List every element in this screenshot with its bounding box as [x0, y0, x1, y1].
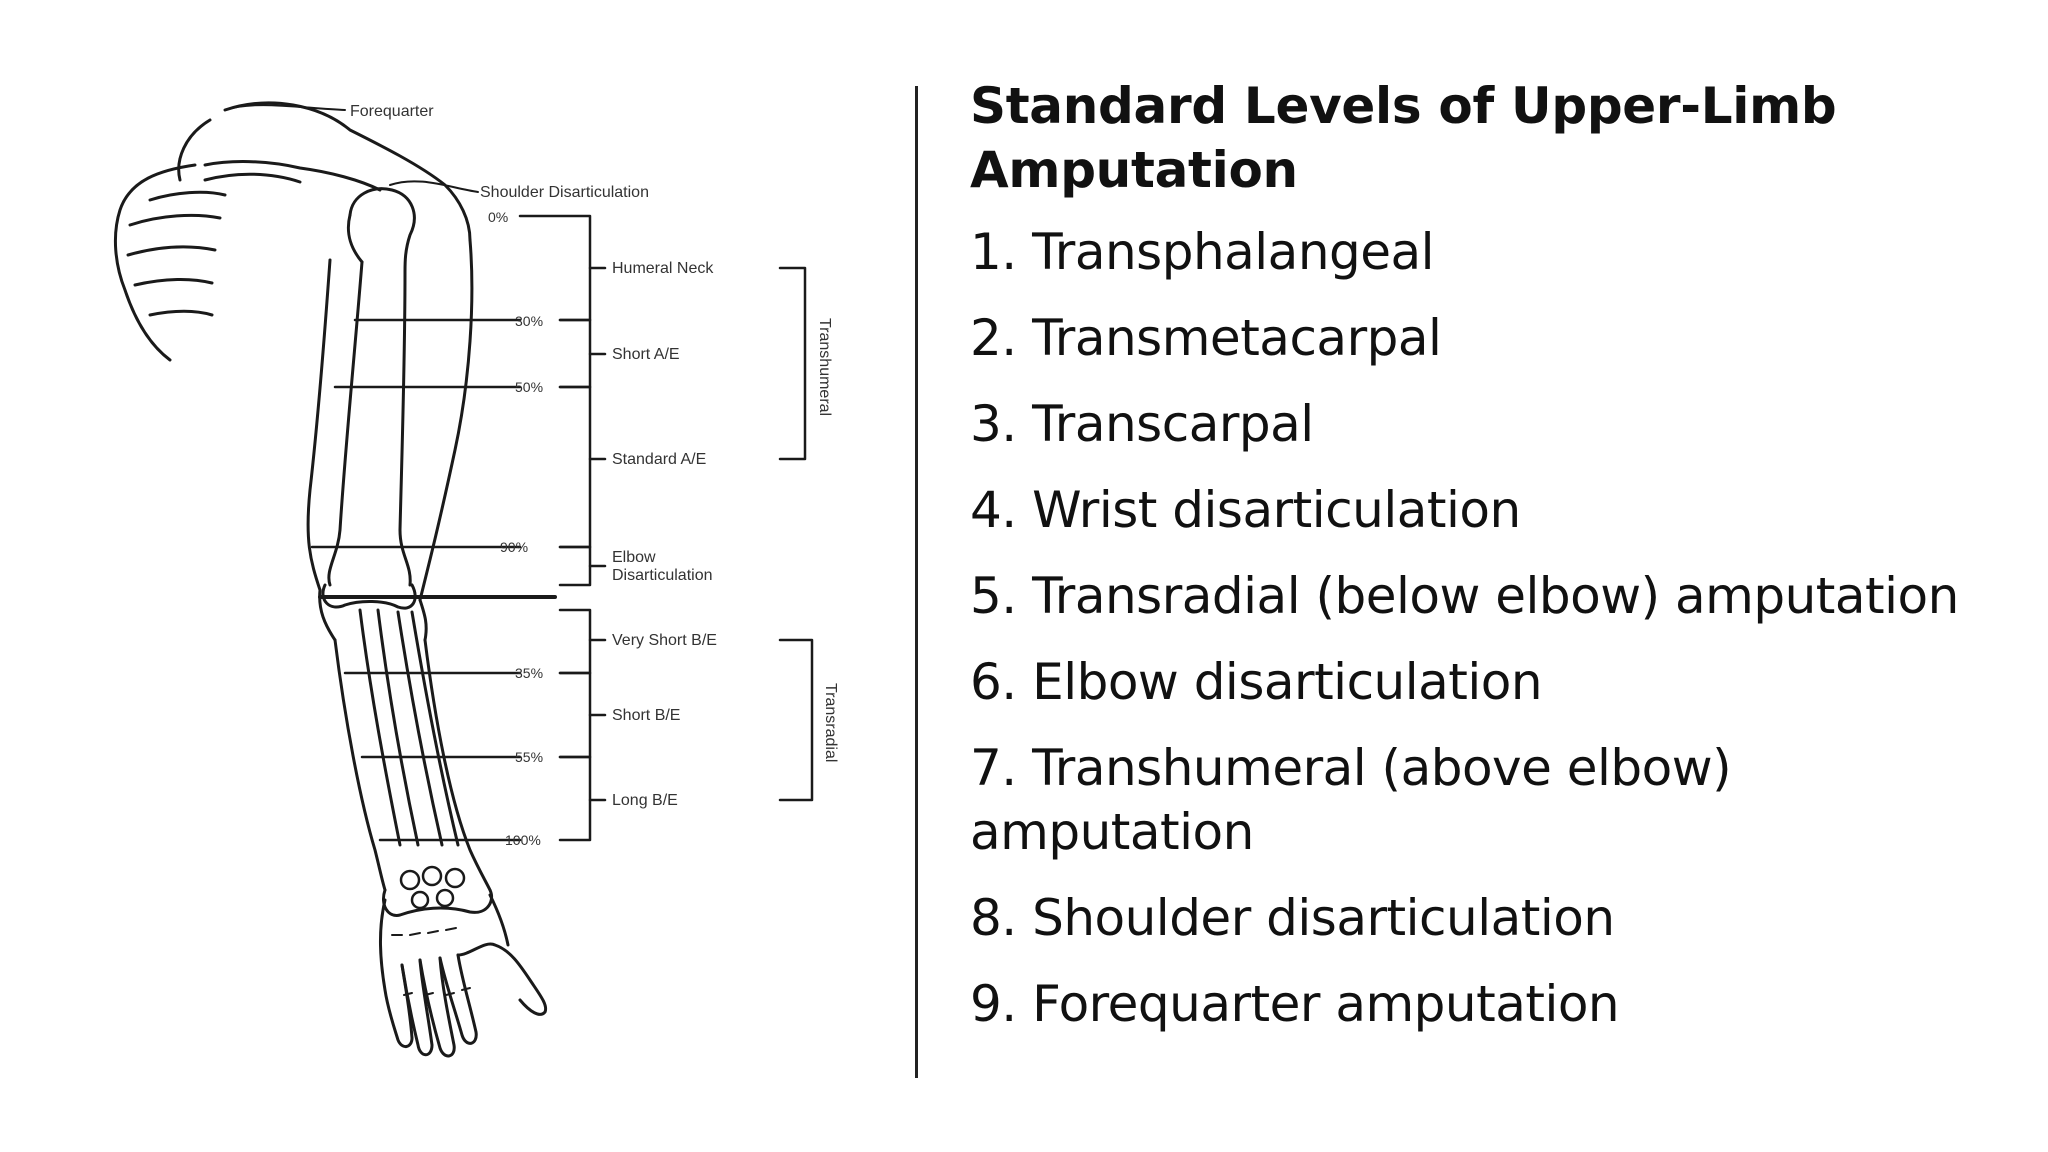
label-percent-90: 90% — [500, 539, 528, 555]
list-item: 2. Transmetacarpal — [970, 309, 1442, 367]
list-item: 3. Transcarpal — [970, 395, 1314, 453]
list-item: 4. Wrist disarticulation — [970, 481, 1521, 539]
label-percent-0: 0% — [488, 209, 508, 225]
label-very-short-be: Very Short B/E — [612, 632, 717, 649]
label-transradial: Transradial — [822, 683, 839, 762]
amputation-level-list: 1. Transphalangeal 2. Transmetacarpal 3.… — [970, 220, 2030, 1036]
label-percent-55: 55% — [515, 749, 543, 765]
label-humeral-neck: Humeral Neck — [612, 260, 714, 277]
label-percent-35: 35% — [515, 665, 543, 681]
label-standard-ae: Standard A/E — [612, 451, 706, 468]
label-percent-30-upper: 30% — [515, 313, 543, 329]
label-shoulder-disarticulation: Shoulder Disarticulation — [480, 184, 649, 201]
arm-anatomy-illustration — [113, 101, 548, 1058]
slide-title: Standard Levels of Upper-Limb Amputation — [970, 77, 1837, 199]
label-short-be: Short B/E — [612, 707, 680, 724]
list-item: 6. Elbow disarticulation — [970, 653, 1543, 711]
label-forequarter: Forequarter — [350, 103, 434, 120]
diagram-labels: Forequarter Shoulder Disarticulation 0% … — [350, 103, 839, 848]
vertical-divider — [915, 86, 918, 1078]
label-percent-50: 50% — [515, 379, 543, 395]
label-disarticulation: Disarticulation — [612, 567, 712, 584]
level-lines — [310, 318, 557, 842]
label-short-ae: Short A/E — [612, 346, 680, 363]
label-elbow: Elbow — [612, 549, 656, 566]
text-panel: Standard Levels of Upper-Limb Amputation… — [970, 74, 2030, 1058]
upper-limb-amputation-diagram: Forequarter Shoulder Disarticulation 0% … — [113, 101, 839, 1058]
level-brackets — [224, 104, 814, 842]
label-long-be: Long B/E — [612, 792, 678, 809]
list-item: 8. Shoulder disarticulation — [970, 889, 1615, 947]
label-transhumeral: Transhumeral — [816, 318, 833, 416]
list-item: 1. Transphalangeal — [970, 223, 1435, 281]
label-percent-100: 100% — [505, 832, 541, 848]
list-item: 5. Transradial (below elbow) amputation — [970, 567, 1959, 625]
list-item: 7. Transhumeral (above elbow) amputation — [970, 739, 1732, 861]
list-item: 9. Forequarter amputation — [970, 975, 1620, 1033]
